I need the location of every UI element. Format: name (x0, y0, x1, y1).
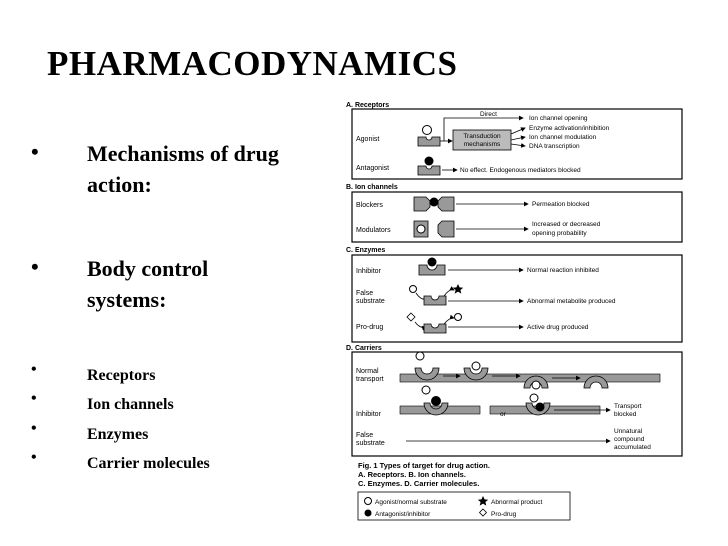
substrate-icon (531, 380, 541, 390)
slide-title: PHARMACODYNAMICS (47, 44, 458, 83)
label-carrier-false-line1: False (356, 432, 373, 439)
substrate-icon (415, 351, 425, 361)
modulator-effect-line2: opening probability (532, 230, 587, 237)
antagonist-effect: No effect. Endogenous mediators blocked (460, 167, 581, 174)
legend-antagonist-icon (364, 509, 372, 517)
substrate-icon (529, 393, 539, 403)
label-antagonist: Antagonist (356, 165, 389, 172)
caption-line3: C. Enzymes. D. Carrier molecules. (358, 479, 479, 488)
false-substrate-icon (409, 285, 417, 293)
inhibitor-effect: Normal reaction inhibited (527, 267, 599, 274)
ion-channel-icon (437, 196, 455, 212)
carrier-icon (414, 367, 440, 381)
agonist-molecule-icon (422, 125, 432, 135)
section-a-heading: A. Receptors (346, 102, 389, 109)
active-drug-icon (454, 313, 462, 321)
outcome-ion-channel-modulation: Ion channel modulation (529, 134, 597, 141)
ion-channel-icon (437, 220, 455, 238)
label-prodrug: Pro-drug (356, 324, 383, 331)
section-d-heading: D. Carriers (346, 345, 382, 352)
caption-line1: Fig. 1 Types of target for drug action. (358, 461, 490, 470)
modulator-effect-line1: Increased or decreased (532, 221, 601, 228)
label-inhibitor: Inhibitor (356, 268, 382, 275)
label-agonist: Agonist (356, 136, 379, 143)
blockers-effect: Permeation blocked (532, 201, 590, 208)
bullet-mechanisms-line1: Mechanisms of drug (87, 141, 279, 166)
drug-targets-figure: A. Receptors Agonist Transduction mechan… (340, 98, 688, 530)
label-blockers: Blockers (356, 202, 383, 209)
bullet-marker: • (31, 420, 37, 437)
bullet-marker: • (31, 390, 37, 407)
bullet-mechanisms-line2: action: (87, 172, 152, 197)
outcome-enzyme-activation: Enzyme activation/inhibition (529, 125, 610, 132)
label-false-substrate-line2: substrate (356, 298, 385, 305)
antagonist-molecule-icon (424, 156, 434, 166)
label-modulators: Modulators (356, 227, 391, 234)
label-false-substrate-line1: False (356, 290, 373, 297)
ion-channel-icon (413, 196, 431, 212)
bullet-marker: • (31, 139, 39, 164)
section-c-heading: C. Enzymes (346, 247, 385, 254)
inhibitor-molecule-icon (427, 257, 437, 267)
legend-prodrug: Pro-drug (491, 511, 517, 518)
legend-agonist-icon (364, 497, 372, 505)
caption-line2: A. Receptors. B. Ion channels. (358, 470, 466, 479)
receptor-icon (417, 165, 441, 176)
carrier-inhibitor-effect-line1: Transport (614, 403, 642, 410)
false-substrate-effect: Abnormal metabolite produced (527, 298, 616, 305)
outcome-ion-channel-opening: Ion channel opening (529, 115, 588, 122)
label-mechanisms: mechanisms (464, 141, 501, 148)
carrier-false-effect-line1: Unnatural (614, 428, 643, 435)
receptor-icon (417, 136, 441, 147)
carrier-false-effect-line3: accumulated (614, 444, 651, 451)
bullet-ion-channels-text: Ion channels (87, 396, 174, 413)
inhibitor-molecule-icon (431, 396, 441, 406)
section-c-box (351, 254, 683, 343)
inhibitor-molecule-icon (535, 402, 545, 412)
section-d-box (351, 351, 683, 457)
legend-antagonist: Antagonist/inhibitor (375, 511, 431, 518)
bullet-enzymes-text: Enzymes (87, 426, 149, 443)
bullet-body-control-line1: Body control (87, 256, 209, 281)
legend-prodrug-icon (478, 508, 488, 517)
enzyme-icon (423, 295, 447, 306)
bullet-marker: • (31, 361, 37, 378)
carrier-icon (423, 402, 449, 416)
bullet-carrier-molecules-text: Carrier molecules (87, 455, 210, 472)
section-b-box (351, 191, 683, 243)
label-or: or (500, 411, 507, 418)
section-a-box (351, 108, 683, 180)
label-normal-transport-line1: Normal (356, 368, 379, 375)
legend-abnormal-product-icon (477, 496, 489, 506)
label-normal-transport-line2: transport (356, 376, 384, 383)
substrate-icon (421, 385, 431, 395)
legend-abnormal-product: Abnormal product (491, 499, 542, 506)
blocker-molecule-icon (429, 197, 439, 207)
carrier-false-effect-line2: compound (614, 436, 645, 443)
label-carrier-inhibitor: Inhibitor (356, 411, 382, 418)
modulator-molecule-icon (416, 224, 426, 234)
prodrug-effect: Active drug produced (527, 324, 589, 331)
label-transduction: Transduction (463, 133, 501, 140)
enzyme-icon (418, 264, 446, 276)
label-carrier-false-line2: substrate (356, 440, 385, 447)
outcome-dna-transcription: DNA transcription (529, 143, 580, 150)
section-b-heading: B. Ion channels (346, 184, 398, 191)
bullet-receptors-text: Receptors (87, 367, 156, 384)
enzyme-icon (423, 323, 447, 334)
label-direct: Direct (480, 111, 497, 118)
legend-agonist: Agonist/normal substrate (375, 499, 447, 506)
prodrug-icon (406, 312, 416, 322)
substrate-icon (471, 361, 481, 371)
carrier-icon (583, 375, 609, 389)
bullet-marker: • (31, 449, 37, 466)
figure-legend (357, 491, 571, 521)
abnormal-product-icon (452, 284, 464, 294)
bullet-marker: • (31, 254, 39, 279)
bullet-body-control-line2: systems: (87, 287, 167, 312)
carrier-inhibitor-effect-line2: blocked (614, 411, 637, 418)
carrier-icon (463, 367, 489, 381)
